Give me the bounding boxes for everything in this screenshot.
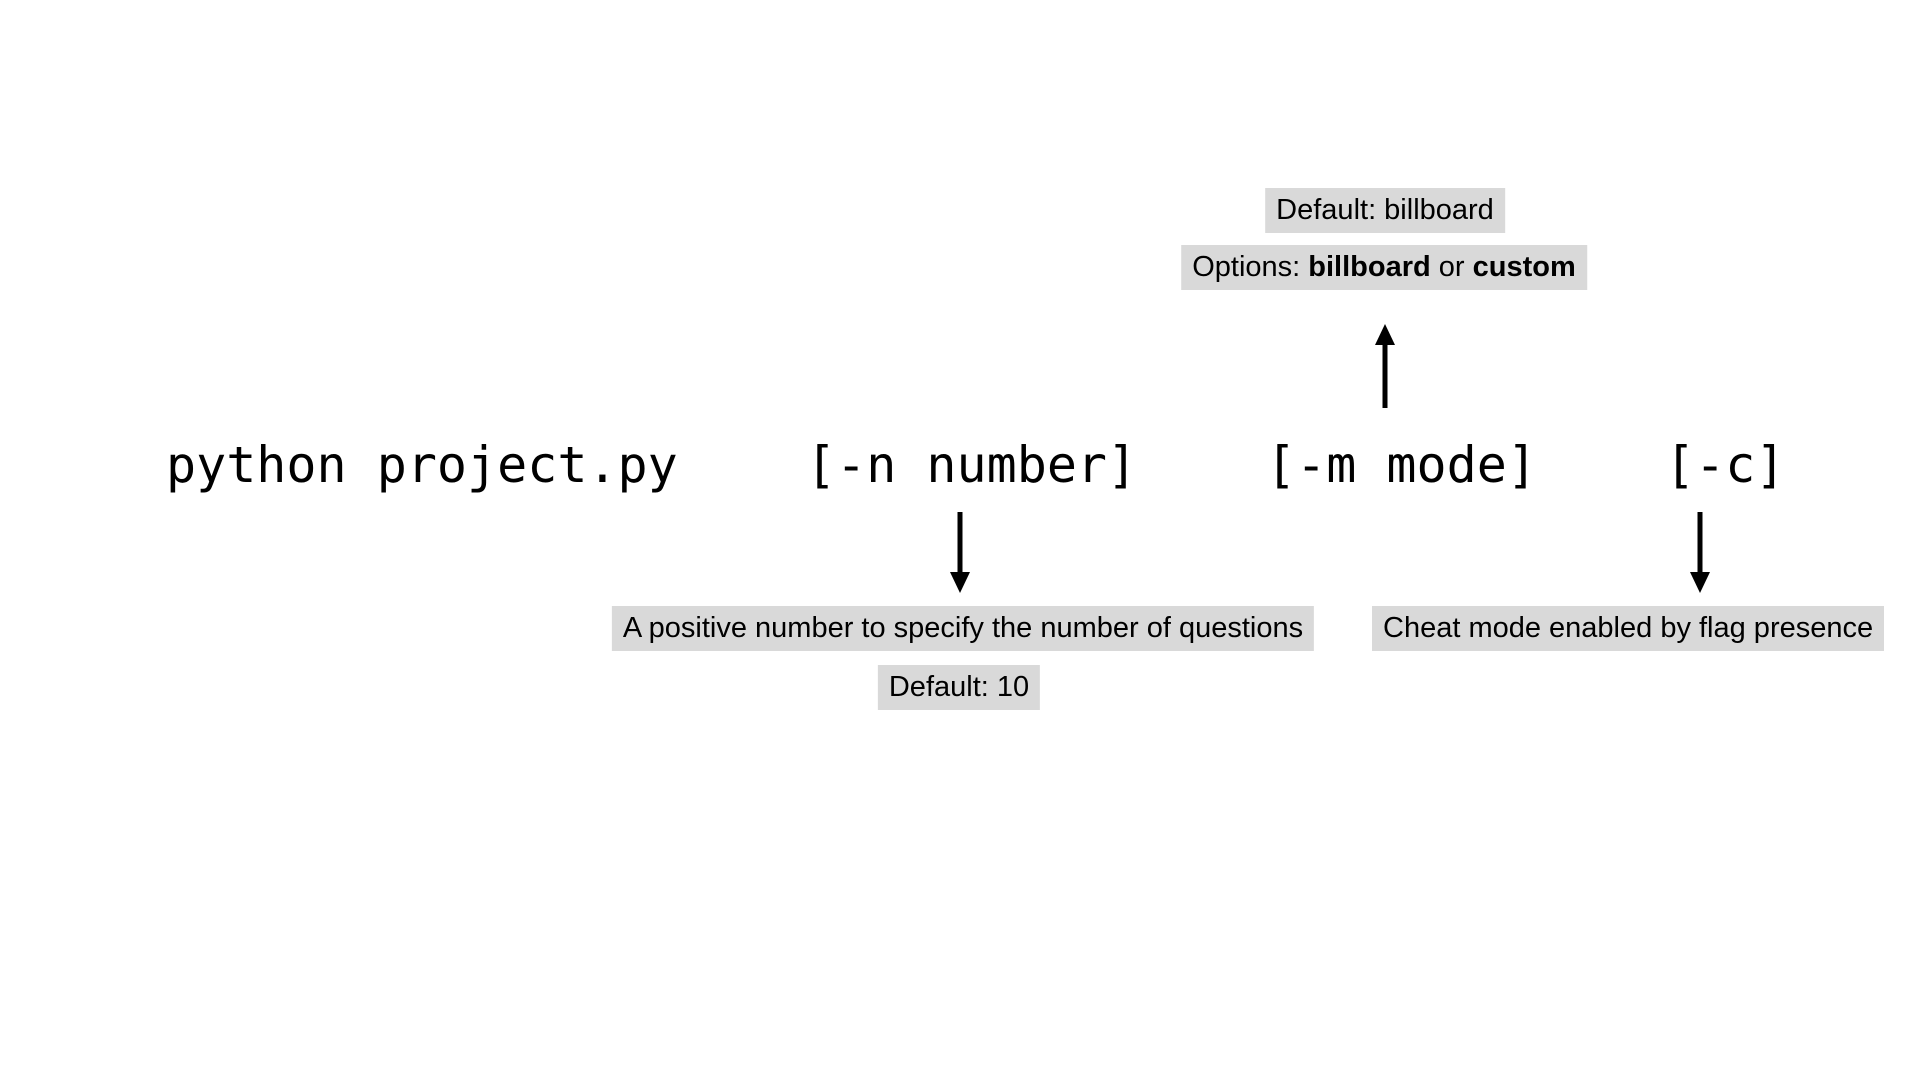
mode-options-prefix: Options:: [1192, 251, 1309, 283]
number-description-label: A positive number to specify the number …: [611, 606, 1315, 651]
command-flag-m-text: [-m mode]: [1266, 436, 1537, 494]
mode-options-label: Options: billboard or custom: [1181, 245, 1587, 290]
command-flag-c-text: [-c]: [1665, 436, 1786, 494]
mode-options-separator: or: [1430, 251, 1473, 283]
mode-default-label: Default: billboard: [1265, 188, 1505, 233]
up-arrow-icon: [1375, 324, 1395, 408]
command-program-text: python project.py: [166, 436, 678, 494]
command-flag-n-text: [-n number]: [806, 436, 1138, 494]
mode-option-billboard: billboard: [1308, 251, 1431, 283]
down-arrow-c-icon: [1690, 512, 1710, 593]
mode-option-custom: custom: [1472, 251, 1576, 283]
down-arrow-n-icon: [950, 512, 970, 593]
cheat-description-label: Cheat mode enabled by flag presence: [1372, 606, 1885, 651]
number-default-label: Default: 10: [877, 665, 1041, 710]
